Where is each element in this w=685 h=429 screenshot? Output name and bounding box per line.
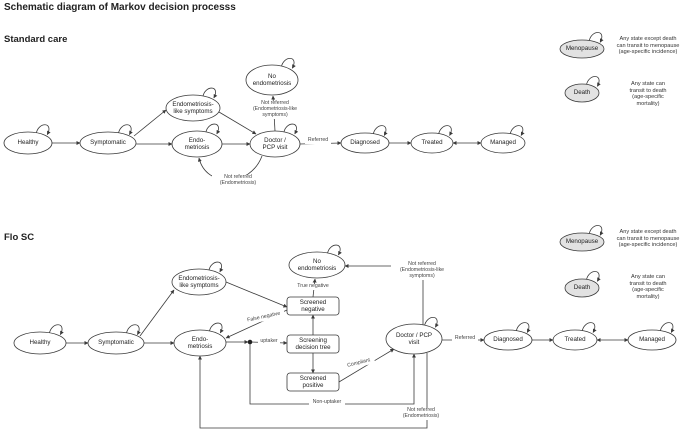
flo-non-uptaker-label: Non-uptaker — [309, 399, 345, 406]
flo-endo-shape — [173, 329, 227, 357]
flo-screened-positive-node: Screened positive — [299, 374, 327, 389]
legend-menopause-node: Menopause — [565, 45, 599, 53]
sc-treated-self-loop — [438, 125, 454, 136]
flo-legend-menopause-node: Menopause — [565, 238, 599, 246]
sc-diagnosed-node: Diagnosed — [350, 139, 380, 147]
flo-legend-death-shape — [564, 278, 600, 298]
flo-symptomatic-self-loop — [126, 324, 141, 336]
flo-diagnosed-self-loop — [515, 322, 531, 333]
flo-diagnosed-node: Diagnosed — [493, 336, 523, 344]
sc-endo-like-shape — [165, 94, 221, 122]
flo-uptaker-label: uptaker — [258, 338, 280, 345]
flo-healthy-shape — [13, 331, 67, 355]
flo-true-negative-label: True negative — [292, 283, 334, 290]
flo-no-endo-shape — [288, 251, 346, 279]
flo-endo-like-node: Endometriosis- like symptoms — [178, 274, 220, 289]
uptaker-junction — [247, 339, 253, 345]
sc-symptomatic-node: Symptomatic — [90, 139, 126, 147]
sc-healthy-self-loop — [35, 124, 51, 136]
flo-symptomatic-node: Symptomatic — [98, 339, 134, 347]
flo-legend-menopause-note: Any state except death can transit to me… — [616, 229, 680, 249]
flo-legend-death-node: Death — [573, 284, 591, 292]
flo-legend-death-self-loop — [585, 271, 601, 282]
sc-endo-like-to-doctor — [218, 111, 257, 135]
sc-managed-node: Managed — [490, 139, 516, 147]
flo-healthy-self-loop — [48, 324, 64, 336]
flo-no-endo-self-loop — [327, 244, 342, 256]
flo-screened-positive-shape — [286, 372, 340, 392]
sc-healthy-shape — [3, 131, 53, 155]
flo-treated-self-loop — [581, 322, 597, 333]
legend-death-node: Death — [573, 89, 591, 97]
sc-no-endo-self-loop — [280, 57, 296, 69]
flo-treated-node: Treated — [564, 336, 586, 344]
flo-positive-to-doctor — [338, 348, 395, 383]
flo-legend-menopause-self-loop — [588, 225, 604, 236]
sc-doctor-node: Doctor / PCP visit — [262, 136, 288, 151]
legend-menopause-note: Any state except death can transit to me… — [616, 36, 680, 56]
flo-endo-self-loop — [208, 322, 224, 334]
flo-endo-node: Endo- metriosis — [187, 335, 213, 350]
sc-no-endo-node: No endometriosis — [252, 72, 292, 87]
legend-death-shape — [564, 83, 600, 103]
sc-endo-like-self-loop — [202, 87, 218, 99]
flo-managed-shape — [627, 329, 677, 351]
sc-treated-node: Treated — [421, 139, 443, 147]
flo-screening-tree-shape — [286, 334, 340, 354]
flo-not-referred-like-label: Not referred (Endometriosis-like symptom… — [391, 261, 453, 280]
sc-not-referred-like-label: Not referred (Endometriosis-like symptom… — [244, 100, 306, 119]
sc-symptomatic-shape — [79, 131, 137, 155]
flo-doctor-self-loop — [424, 316, 439, 328]
standard-care-heading: Standard care — [4, 34, 68, 45]
sc-symptomatic-self-loop — [118, 124, 133, 136]
diagram-title: Schematic diagram of Markov decision pro… — [4, 2, 236, 13]
flo-doctor-shape — [385, 323, 443, 355]
flo-endo-like-shape — [171, 268, 227, 296]
flo-legend-menopause-shape — [559, 232, 605, 252]
sc-endo-shape — [171, 130, 223, 158]
sc-endo-like-node: Endometriosis- like symptoms — [172, 100, 214, 115]
flo-screened-negative-node: Screened negative — [299, 298, 327, 313]
flo-diagnosed-shape — [483, 329, 533, 351]
flo-managed-node: Managed — [639, 336, 665, 344]
flo-not-referred-endo-label: Not referred (Endometriosis) — [394, 407, 448, 420]
sc-healthy-node: Healthy — [17, 139, 39, 147]
flo-endo-like-self-loop — [208, 261, 224, 273]
flo-screening-tree-node: Screening decision tree — [295, 336, 331, 351]
flo-referred-label: Referred — [452, 335, 478, 342]
sc-diagnosed-shape — [340, 132, 390, 154]
flo-sc-heading: Flo SC — [4, 232, 35, 243]
sc-treated-shape — [410, 132, 454, 154]
legend-death-note: Any state can transit to death (age-spec… — [629, 81, 667, 108]
flo-doctor-back-to-endo — [198, 353, 428, 429]
legend-death-self-loop — [585, 76, 601, 87]
flo-symptomatic-shape — [87, 331, 145, 355]
flo-no-endo-node: No endometriosis — [297, 257, 337, 272]
sc-not-referred-endo-label: Not referred (Endometriosis) — [212, 174, 264, 187]
sc-managed-shape — [480, 132, 526, 154]
flo-legend-death-note: Any state can transit to death (age-spec… — [629, 274, 667, 301]
flo-managed-self-loop — [659, 322, 675, 333]
sc-doctor-self-loop — [283, 123, 299, 135]
sc-symptomatic-to-endo-like — [133, 109, 167, 137]
flo-screened-negative-shape — [286, 296, 340, 316]
sc-doctor-shape — [249, 130, 301, 158]
flo-endo-like-to-screened-negative — [225, 281, 288, 308]
flo-healthy-node: Healthy — [29, 339, 51, 347]
flo-doctor-node: Doctor / PCP visit — [395, 331, 433, 346]
sc-referred-label: Referred — [305, 137, 331, 144]
sc-no-endo-shape — [245, 64, 299, 96]
flo-treated-shape — [552, 329, 598, 351]
sc-managed-self-loop — [509, 125, 525, 136]
flo-symptomatic-to-endo-like — [139, 289, 175, 337]
sc-endo-self-loop — [205, 123, 221, 135]
legend-menopause-shape — [559, 39, 605, 59]
legend-menopause-self-loop — [588, 32, 604, 43]
sc-diagnosed-self-loop — [372, 125, 388, 136]
sc-endo-node: Endo- metriosis — [184, 136, 210, 151]
